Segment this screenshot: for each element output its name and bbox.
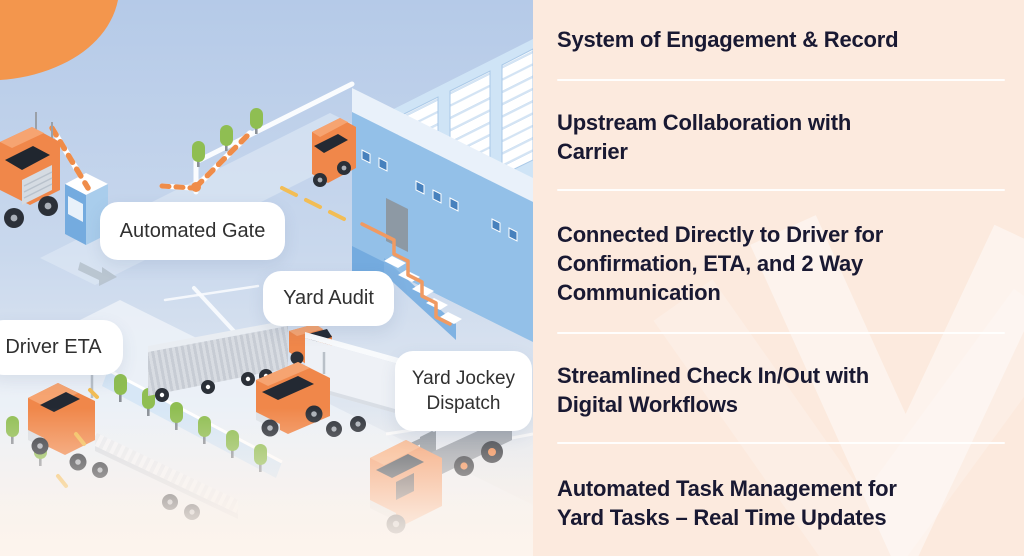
label-yard-audit-text: Yard Audit: [283, 287, 374, 309]
label-yard-audit: Yard Audit: [263, 271, 394, 326]
feature-line: Communication: [557, 280, 721, 305]
divider: [557, 189, 1005, 191]
label-yard-jockey-dispatch: Yard Jockey Dispatch: [395, 351, 532, 431]
corner-blob: [0, 0, 118, 80]
bottom-fade: [0, 408, 533, 556]
trees-upper: [192, 108, 263, 167]
label-automated-gate-text: Automated Gate: [119, 219, 266, 242]
feature-line: Yard Tasks – Real Time Updates: [557, 505, 887, 530]
chevron-watermark-icon: [653, 215, 1024, 556]
divider: [557, 79, 1005, 81]
feature-line: Carrier: [557, 139, 628, 164]
left-wall: [352, 112, 533, 342]
warehouse-building: [352, 39, 533, 342]
roof-band: [352, 88, 533, 202]
label-driver-eta-text: Driver ETA: [5, 336, 102, 358]
features-panel: System of Engagement & Record Upstream C…: [533, 0, 1024, 556]
feature-line: Streamlined Check In/Out with: [557, 363, 870, 388]
feature-line: Digital Workflows: [557, 392, 738, 417]
gate-barrier-arms: [49, 125, 253, 192]
truck-front-left: [0, 112, 60, 228]
feature-driver-connection: Connected Directly to Driver for Confirm…: [557, 220, 1007, 307]
feature-line: Upstream Collaboration with: [557, 110, 852, 135]
feature-line: Automated Task Management for: [557, 476, 897, 501]
feature-task-management: Automated Task Management for Yard Tasks…: [557, 474, 1007, 532]
feature-line: Confirmation, ETA, and 2 Way: [557, 251, 864, 276]
feature-upstream-collaboration: Upstream Collaboration with Carrier: [557, 108, 1007, 166]
ground-arrow-icon: [78, 262, 117, 286]
feature-system-of-record: System of Engagement & Record: [557, 25, 1007, 54]
label-yard-jockey-dispatch-text: Yard Jockey Dispatch: [411, 368, 516, 414]
feature-streamlined-checkin: Streamlined Check In/Out with Digital Wo…: [557, 361, 1007, 419]
feature-line: Connected Directly to Driver for: [557, 222, 884, 247]
truck-box: [312, 118, 356, 187]
stair-railing: [360, 222, 452, 326]
wall-windows: [361, 149, 518, 242]
divider: [557, 332, 1005, 334]
yard-illustration-panel: Automated Gate Yard Audit Driver ETA Yar…: [0, 0, 533, 556]
divider: [557, 442, 1005, 444]
label-driver-eta: Driver ETA: [0, 320, 123, 375]
feature-line: System of Engagement & Record: [557, 27, 899, 52]
label-automated-gate: Automated Gate: [100, 202, 285, 260]
